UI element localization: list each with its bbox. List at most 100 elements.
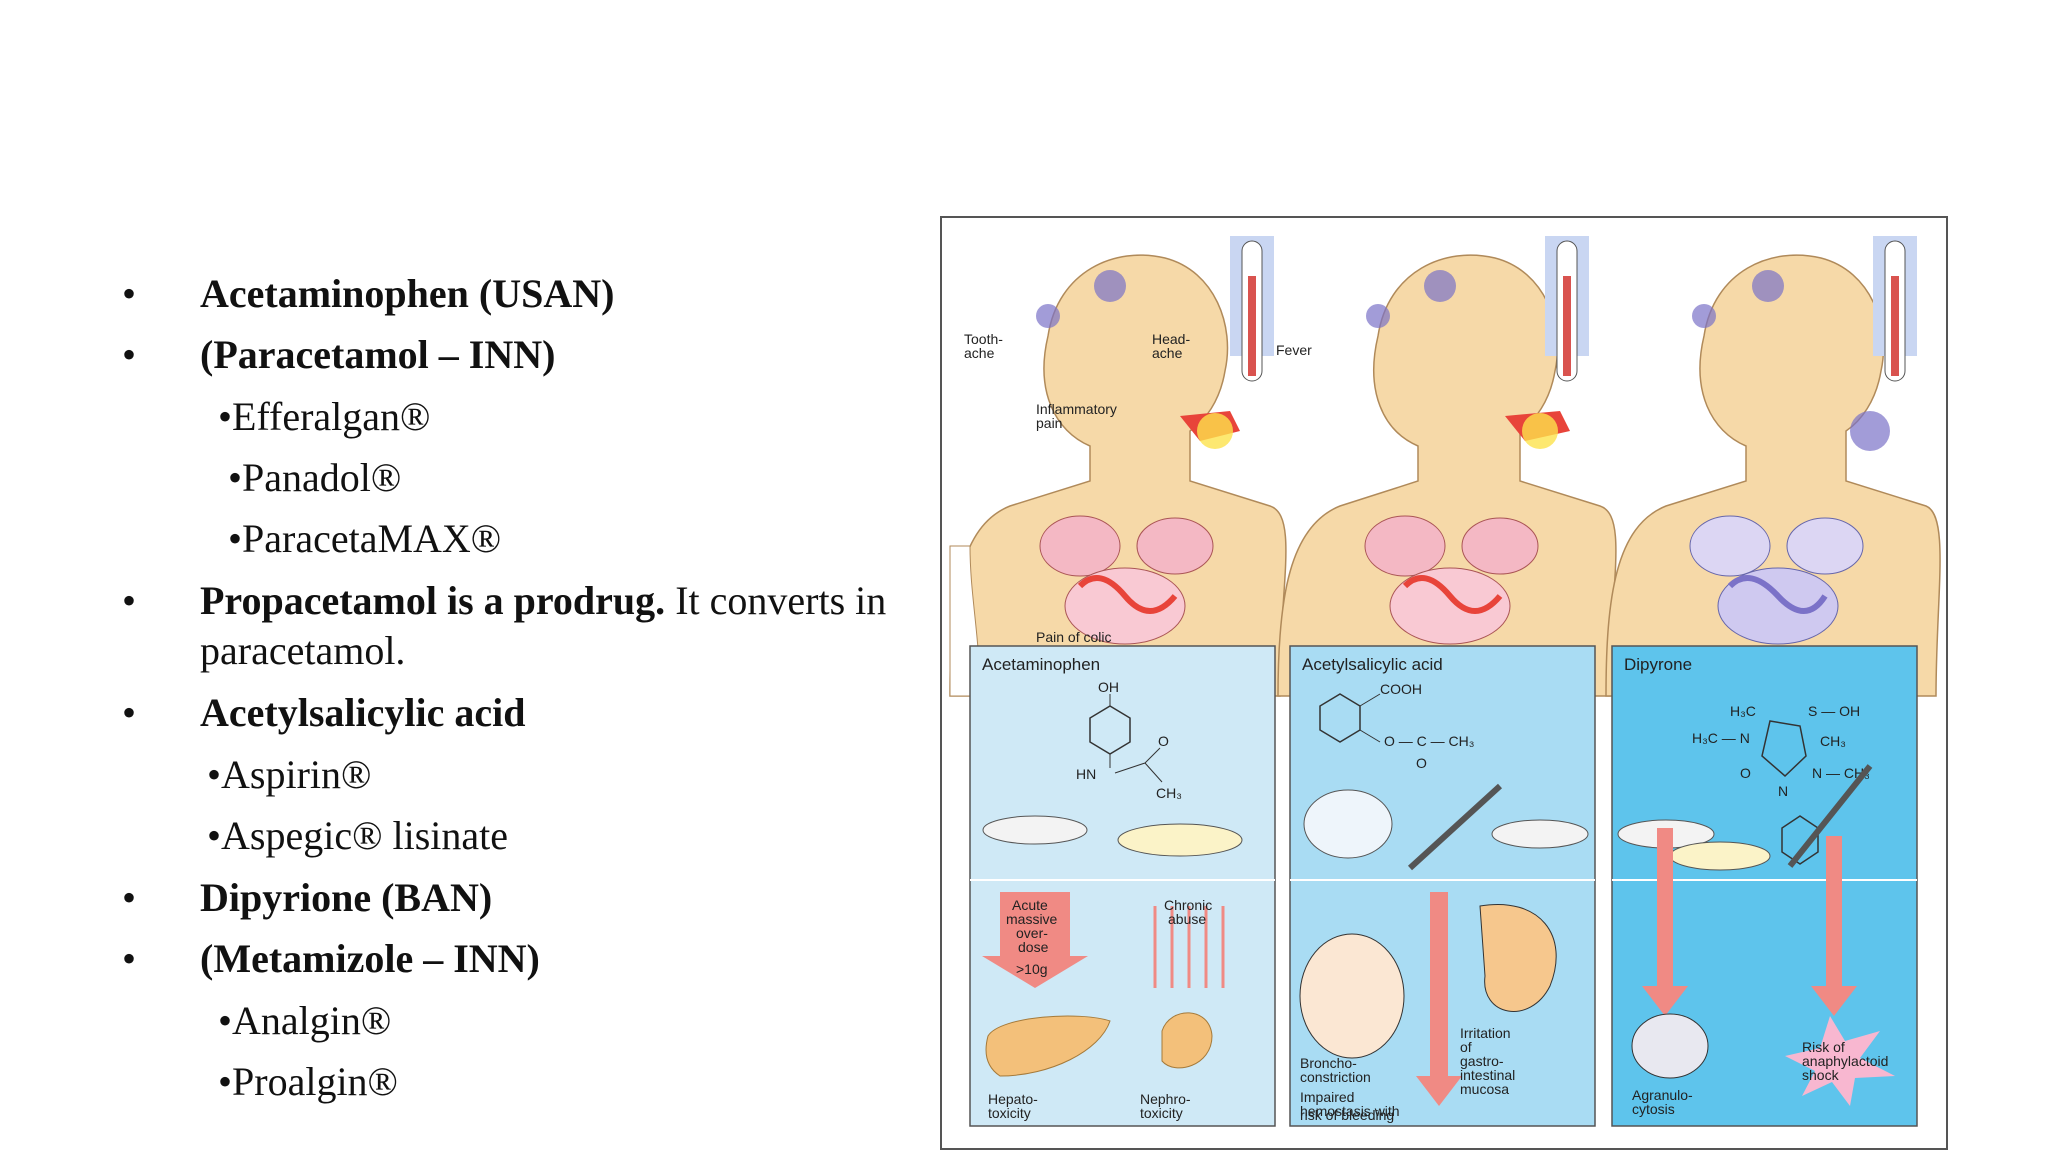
label-fever: Fever — [1276, 342, 1312, 358]
item-acetaminophen: Acetaminophen (USAN) — [200, 271, 615, 316]
propacetamol-bold: Propacetamol is a prodrug. — [200, 578, 666, 623]
acetylsalicylic-structure: COOH O — C — CH₃ O — [1319, 681, 1474, 771]
lung-icon — [1299, 933, 1405, 1059]
brand-proalgin: •Proalgin® — [218, 1059, 398, 1104]
headache-spot-icon — [1094, 270, 1784, 302]
panel-title-acetaminophen: Acetaminophen — [982, 655, 1100, 674]
label-acute-overdose: over- — [1016, 925, 1048, 941]
panel-title-acetylsalicylic: Acetylsalicylic acid — [1302, 655, 1443, 674]
chem-label: O — [1740, 765, 1751, 781]
propacetamol-rest: It converts in — [665, 578, 887, 623]
label-acute-overdose: dose — [1018, 939, 1049, 955]
chem-label: H₃C — [1730, 703, 1756, 719]
chem-label: COOH — [1380, 681, 1422, 697]
label-chronic-abuse: Chronic — [1164, 897, 1212, 913]
bullet-marker: • — [122, 875, 137, 920]
label-hepatotoxicity: Hepato- — [988, 1091, 1038, 1107]
label-toothache: Tooth- — [964, 331, 1003, 347]
analgesic-effects-figure: Tooth- ache Head- ache Fever Inflammator… — [940, 216, 1948, 1150]
bleeding-arrow — [1430, 892, 1448, 1082]
label-impaired-hemostasis: hemostasis with — [1300, 1103, 1400, 1119]
label-bronchoconstriction: Broncho- — [1300, 1055, 1357, 1071]
bullet-marker: • — [122, 332, 137, 377]
thermometer-mercury — [1248, 276, 1256, 376]
label-inflammatory-pain: pain — [1036, 415, 1062, 431]
anaphylaxis-arrowhead — [1811, 986, 1857, 1016]
anaphylaxis-arrow — [1826, 836, 1842, 986]
kidney-icon — [1161, 1012, 1213, 1069]
syringe-icon — [1407, 783, 1503, 871]
acute-overdose-arrow — [982, 892, 1088, 988]
agranulocytosis-arrowhead — [1642, 986, 1688, 1016]
chem-label: O — C — CH₃ — [1384, 733, 1474, 749]
panel-title-dipyrone: Dipyrone — [1624, 655, 1692, 674]
label-gi-irritation: intestinal — [1460, 1067, 1515, 1083]
chem-label: O — [1416, 755, 1427, 771]
label-agranulocytosis: Agranulo- — [1632, 1087, 1693, 1103]
label-anaphylactoid-shock: Risk of — [1802, 1039, 1845, 1055]
thermometer-icon — [1873, 236, 1917, 382]
bleeding-arrowhead — [1416, 1076, 1462, 1106]
dipyrone-structure: H₃C S — OH H₃C — N CH₃ N — CH₃ O N — [1692, 703, 1870, 865]
label-acute-overdose: >10g — [1016, 961, 1048, 977]
item-propacetamol: Propacetamol is a prodrug. It converts i… — [200, 577, 886, 625]
label-impaired-hemostasis: Impaired — [1300, 1089, 1354, 1105]
label-chronic-abuse: abuse — [1168, 911, 1206, 927]
anaphylactic-shock-icon — [1785, 1016, 1895, 1106]
chem-label: O — [1158, 733, 1169, 749]
label-gi-irritation: of — [1460, 1039, 1472, 1055]
figure-border — [940, 216, 1948, 1150]
body-figure-acetylsalicylic — [1277, 254, 1617, 697]
liver-icon — [985, 1015, 1111, 1077]
torso-shape — [1605, 254, 1941, 697]
brand-aspirin: •Aspirin® — [207, 752, 372, 797]
chem-label: HN — [1076, 766, 1096, 782]
chronic-abuse-arrows — [1153, 906, 1225, 988]
torso-shape — [949, 254, 1287, 697]
thermometer-mercury — [1891, 276, 1899, 376]
label-anaphylactoid-shock: anaphylactoid — [1802, 1053, 1888, 1069]
label-gi-irritation: gastro- — [1460, 1053, 1504, 1069]
label-gi-irritation: mucosa — [1460, 1081, 1509, 1097]
label-hepatotoxicity: toxicity — [988, 1105, 1031, 1121]
label-agranulocytosis: cytosis — [1632, 1101, 1675, 1117]
item-metamizole: (Metamizole – INN) — [200, 936, 540, 981]
item-dipyrione: Dipyrione (BAN) — [200, 875, 493, 920]
chem-label: OH — [1098, 679, 1119, 695]
label-headache: ache — [1152, 345, 1183, 361]
label-anaphylactoid-shock: shock — [1802, 1067, 1840, 1083]
acetaminophen-structure: OH HN O CH₃ — [1076, 679, 1182, 801]
item-paracetamol: (Paracetamol – INN) — [200, 332, 556, 377]
chem-label: CH₃ — [1156, 785, 1182, 801]
chem-label: H₃C — N — [1692, 730, 1750, 746]
effervescent-glass-icon — [1303, 789, 1393, 859]
suppository-icon — [1117, 823, 1243, 857]
syringe-icon — [1787, 764, 1873, 868]
label-impaired-hemostasis: risk of bleeding — [1300, 1107, 1394, 1123]
thermometer-icon — [1230, 236, 1274, 382]
label-acute-overdose: Acute — [1012, 897, 1048, 913]
label-acute-overdose: massive — [1006, 911, 1058, 927]
thermometer-mercury — [1563, 276, 1571, 376]
brand-analgin: •Analgin® — [218, 998, 392, 1043]
torso-shape — [1277, 254, 1617, 697]
body-figure-dipyrone — [1605, 254, 1941, 697]
label-bronchoconstriction: constriction — [1300, 1069, 1371, 1085]
suppository-icon — [1669, 841, 1771, 871]
tablet-icon — [982, 815, 1088, 845]
brand-aspegic: •Aspegic® lisinate — [207, 813, 508, 858]
item-acetylsalicylic-acid: Acetylsalicylic acid — [200, 690, 526, 735]
label-pain-of-colic: Pain of colic — [1036, 629, 1111, 645]
label-nephrotoxicity: Nephro- — [1140, 1091, 1191, 1107]
chem-label: N — [1778, 783, 1788, 799]
bullet-marker: • — [122, 936, 137, 981]
propacetamol-line2: paracetamol. — [200, 628, 406, 673]
bullet-list: • Acetaminophen (USAN) • (Paracetamol – … — [0, 0, 940, 1152]
stomach-icon — [1479, 904, 1557, 1012]
label-gi-irritation: Irritation — [1460, 1025, 1511, 1041]
abdomen-organs-icon — [1039, 515, 1864, 645]
brand-paracetamax: •ParacetaMAX® — [228, 516, 502, 561]
label-headache: Head- — [1152, 331, 1190, 347]
chem-label: N — CH₃ — [1812, 765, 1870, 781]
brand-panadol: •Panadol® — [228, 455, 402, 500]
